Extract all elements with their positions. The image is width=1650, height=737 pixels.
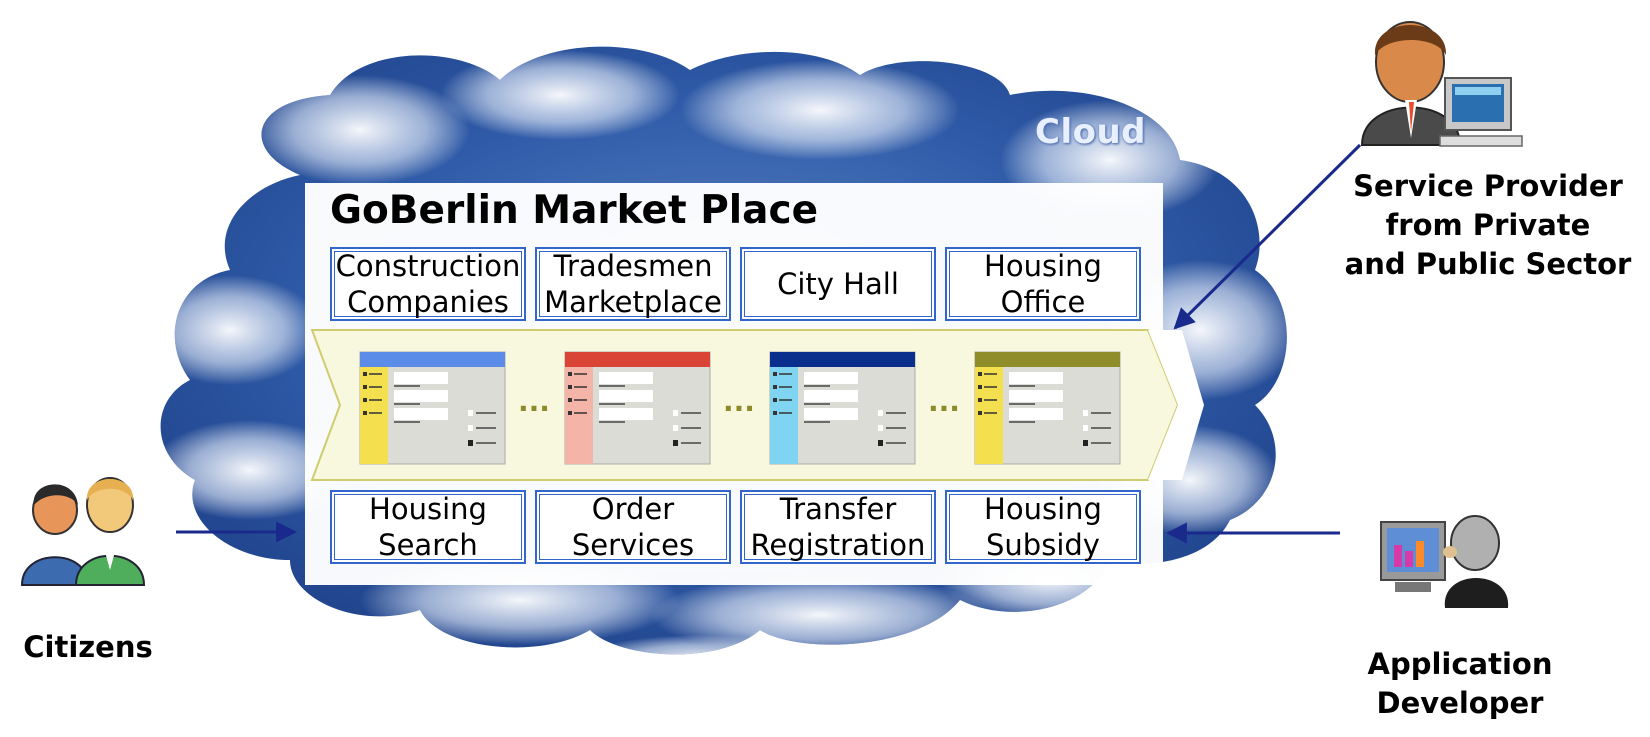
service-provider-label: Service Provider from Private and Public… bbox=[1344, 169, 1632, 282]
process-connector-3: ··· bbox=[928, 392, 960, 425]
process-window-4 bbox=[974, 351, 1121, 465]
service-box-housing-office[interactable]: Housing Office bbox=[945, 247, 1141, 321]
service-box-housing-search[interactable]: Housing Search bbox=[330, 490, 526, 564]
service-box-housing-subsidy[interactable]: Housing Subsidy bbox=[945, 490, 1141, 564]
app-developer-label: Application Developer bbox=[1367, 647, 1553, 721]
process-band bbox=[310, 329, 1204, 481]
service-box-transfer-registration[interactable]: Transfer Registration bbox=[740, 490, 936, 564]
cloud-label: Cloud bbox=[1035, 112, 1147, 152]
process-window-3 bbox=[769, 351, 916, 465]
process-window-2 bbox=[564, 351, 711, 465]
service-box-city-hall[interactable]: City Hall bbox=[740, 247, 936, 321]
service-box-tradesmen[interactable]: Tradesmen Marketplace bbox=[535, 247, 731, 321]
app-developer-icon bbox=[1380, 515, 1509, 608]
marketplace-title: GoBerlin Market Place bbox=[330, 188, 819, 233]
process-connector-2: ··· bbox=[723, 392, 755, 425]
citizens-icon bbox=[20, 477, 146, 586]
process-connector-1: ··· bbox=[518, 392, 550, 425]
provider-arrow bbox=[1173, 143, 1362, 330]
citizens-label: Citizens bbox=[23, 630, 153, 664]
service-provider-icon bbox=[1360, 21, 1523, 147]
process-window-1 bbox=[359, 351, 506, 465]
service-box-construction[interactable]: Construction Companies bbox=[330, 247, 526, 321]
service-box-order-services[interactable]: Order Services bbox=[535, 490, 731, 564]
